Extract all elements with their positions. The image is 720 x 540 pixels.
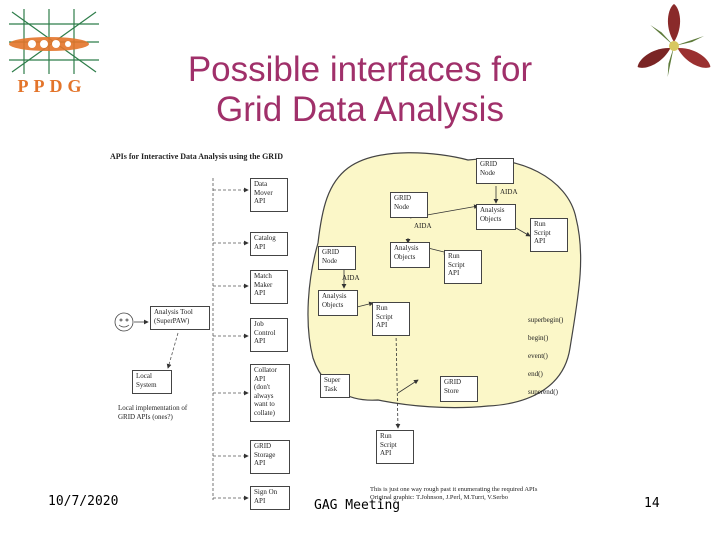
- local-system-box: Local System: [132, 370, 172, 394]
- super-task-box: Super Task: [320, 374, 350, 398]
- api-box-grid-storage: GRID Storage API: [250, 440, 290, 474]
- title-line-1: Possible interfaces for: [187, 50, 533, 89]
- method-superend: superend(): [528, 388, 558, 396]
- method-end: end(): [528, 370, 543, 378]
- run-script-mid: Run Script API: [444, 250, 482, 284]
- page-number: 14: [644, 496, 660, 511]
- method-list: superbegin() begin() event() end() super…: [528, 316, 563, 397]
- ppdg-logo: PPDG: [9, 9, 99, 96]
- analysis-objects-mid: Analysis Objects: [390, 242, 430, 268]
- method-begin: begin(): [528, 334, 549, 342]
- run-script-left: Run Script API: [372, 302, 410, 336]
- api-box-data-mover: Data Mover API: [250, 178, 288, 212]
- grid-node-mid: GRID Node: [390, 192, 428, 218]
- logo-orange-swoosh: [9, 37, 89, 51]
- aida-label-mid: AIDA: [414, 222, 432, 230]
- user-face-icon: [114, 312, 149, 332]
- method-event: event(): [528, 352, 548, 360]
- api-box-match-maker: Match Maker API: [250, 270, 288, 304]
- title-line-2: Grid Data Analysis: [216, 90, 504, 129]
- logo-text: PPDG: [18, 76, 87, 96]
- method-superbegin: superbegin(): [528, 316, 564, 324]
- footer-title: GAG Meeting: [314, 498, 401, 513]
- slide-title: Possible interfaces for Grid Data Analys…: [120, 50, 600, 130]
- api-box-catalog: Catalog API: [250, 232, 288, 256]
- trillium-flower-image: [637, 4, 711, 77]
- api-box-sign-on: Sign On API: [250, 486, 290, 510]
- api-box-job-control: Job Control API: [250, 318, 288, 352]
- diagram-lines: [114, 152, 582, 501]
- analysis-objects-left: Analysis Objects: [318, 290, 358, 316]
- run-script-bottom: Run Script API: [376, 430, 414, 464]
- aida-label-top: AIDA: [500, 188, 518, 196]
- run-script-right: Run Script API: [530, 218, 568, 252]
- analysis-tool-box: Analysis Tool (SuperPAW): [150, 306, 210, 330]
- diagram-note: This is just one way rough past it enume…: [370, 486, 538, 501]
- local-implementation-note: Local implementation of GRID APIs (ones?…: [118, 404, 188, 421]
- api-box-collator: Collator API (don't always want to colla…: [250, 364, 290, 422]
- analysis-objects-right: Analysis Objects: [476, 204, 516, 230]
- grid-store-box: GRID Store: [440, 376, 478, 402]
- api-diagram: APIs for Interactive Data Analysis using…: [108, 148, 588, 520]
- aida-label-left: AIDA: [342, 274, 360, 282]
- grid-node-top: GRID Node: [476, 158, 514, 184]
- grid-node-left: GRID Node: [318, 246, 356, 270]
- footer-date: 10/7/2020: [48, 494, 119, 509]
- diagram-title: APIs for Interactive Data Analysis using…: [110, 152, 283, 161]
